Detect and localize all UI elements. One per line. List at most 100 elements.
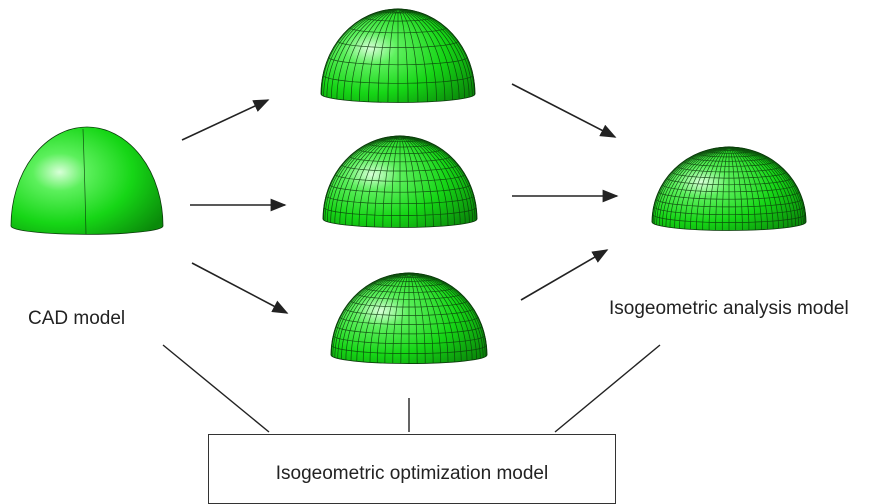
- mesh-meridian: [408, 272, 473, 361]
- dome-mesh: [322, 135, 478, 228]
- mesh-meridian: [408, 272, 449, 363]
- mesh-pole: [722, 146, 736, 151]
- mesh-meridian: [728, 146, 768, 230]
- mesh-meridian: [728, 146, 743, 231]
- arrow-top-to-iga: [511, 83, 617, 138]
- mesh-meridian: [728, 146, 774, 229]
- diagram-canvas: [10, 8, 807, 433]
- mesh-meridian: [400, 272, 410, 364]
- dome-bottom-variant: [330, 272, 488, 364]
- dome-middle-variant: [322, 135, 478, 228]
- dome-mesh: [651, 146, 807, 231]
- mesh-meridian: [330, 272, 410, 356]
- mesh-meridian: [728, 146, 750, 231]
- cad-model-label: CAD model: [28, 308, 126, 329]
- mesh-meridian: [728, 146, 800, 226]
- mesh-meridian: [399, 135, 461, 225]
- mesh-meridian: [326, 135, 401, 222]
- mesh-meridian: [397, 8, 409, 103]
- mesh-meridian: [721, 146, 730, 231]
- mesh-meridian: [665, 146, 730, 227]
- mesh-meridian: [728, 146, 762, 230]
- arrow-cad-to-bottom: [191, 262, 289, 314]
- mesh-meridian: [345, 272, 410, 361]
- mesh-meridian: [399, 135, 466, 224]
- mesh-meridian: [651, 146, 730, 223]
- dome-body: [10, 126, 164, 235]
- mesh-meridian: [397, 8, 475, 96]
- mesh-meridian: [339, 135, 401, 225]
- mesh-meridian: [399, 135, 476, 221]
- mesh-meridian: [343, 8, 399, 101]
- arrow-bottom-to-iga: [520, 249, 609, 301]
- mesh-meridian: [332, 272, 410, 357]
- mesh-meridian: [351, 135, 401, 226]
- mesh-meridian: [341, 272, 410, 360]
- connector-cad: [162, 344, 270, 433]
- mesh-meridian: [408, 272, 487, 356]
- arrow-cad-to-top: [181, 99, 270, 141]
- mesh-meridian: [374, 135, 401, 227]
- mesh-seam: [82, 128, 87, 235]
- mesh-meridian: [350, 272, 410, 361]
- mesh-meridian: [728, 146, 789, 228]
- mesh-meridian: [399, 135, 470, 223]
- arrows: [181, 83, 619, 314]
- mesh-pole: [391, 8, 405, 13]
- mesh-meridian: [397, 8, 437, 102]
- mesh-meridian: [397, 8, 419, 103]
- mesh-meridian: [397, 8, 460, 100]
- mesh-meridian: [399, 135, 409, 228]
- mesh-meridian: [684, 146, 730, 229]
- mesh-meridian: [728, 146, 797, 227]
- dome-cad-model: [10, 126, 164, 235]
- mesh-meridian: [326, 8, 399, 98]
- mesh-meridian: [359, 8, 399, 102]
- mesh-meridian: [399, 135, 449, 226]
- mesh-meridian: [728, 146, 802, 225]
- mesh-meridian: [336, 8, 399, 100]
- analysis-model-label: Isogeometric analysis model: [609, 298, 849, 319]
- mesh-meridian: [387, 8, 399, 103]
- mesh-meridian: [708, 146, 730, 231]
- dome-mesh: [320, 8, 476, 103]
- mesh-meridian: [408, 272, 462, 362]
- mesh-meridian: [408, 272, 442, 363]
- connector-lines: [162, 344, 661, 433]
- mesh-meridian: [408, 272, 434, 364]
- mesh-meridian: [322, 135, 401, 220]
- mesh-meridian: [658, 146, 730, 226]
- mesh-meridian: [397, 8, 466, 99]
- mesh-meridian: [369, 272, 410, 363]
- mesh-meridian: [399, 135, 442, 227]
- mesh-meridian: [715, 146, 730, 231]
- mesh-meridian: [728, 146, 793, 227]
- mesh-meridian: [323, 8, 399, 97]
- mesh-meridian: [382, 135, 401, 228]
- mesh-meridian: [345, 135, 401, 226]
- mesh-meridian: [337, 272, 410, 359]
- mesh-meridian: [728, 146, 779, 229]
- mesh-meridian: [399, 135, 434, 227]
- mesh-meridian: [408, 272, 486, 357]
- mesh-meridian: [397, 8, 453, 101]
- mesh-pole: [393, 135, 407, 140]
- mesh-meridian: [728, 146, 784, 229]
- dome-analysis-model: [651, 146, 807, 231]
- mesh-meridian: [320, 8, 399, 95]
- mesh-meridian: [408, 272, 426, 364]
- mesh-meridian: [397, 8, 446, 101]
- mesh-meridian: [408, 272, 484, 358]
- mesh-meridian: [334, 135, 401, 224]
- optimization-model-label: Isogeometric optimization model: [275, 463, 549, 484]
- dome-mesh: [330, 272, 488, 364]
- mesh-meridian: [669, 146, 730, 228]
- mesh-meridian: [397, 8, 470, 98]
- mesh-meridian: [674, 146, 730, 229]
- mesh-meridian: [362, 272, 410, 362]
- optimization-model-box: Isogeometric optimization model: [208, 434, 616, 504]
- mesh-meridian: [391, 135, 401, 228]
- mesh-meridian: [408, 272, 456, 362]
- mesh-meridian: [397, 8, 473, 97]
- dome-top-variant: [320, 8, 476, 103]
